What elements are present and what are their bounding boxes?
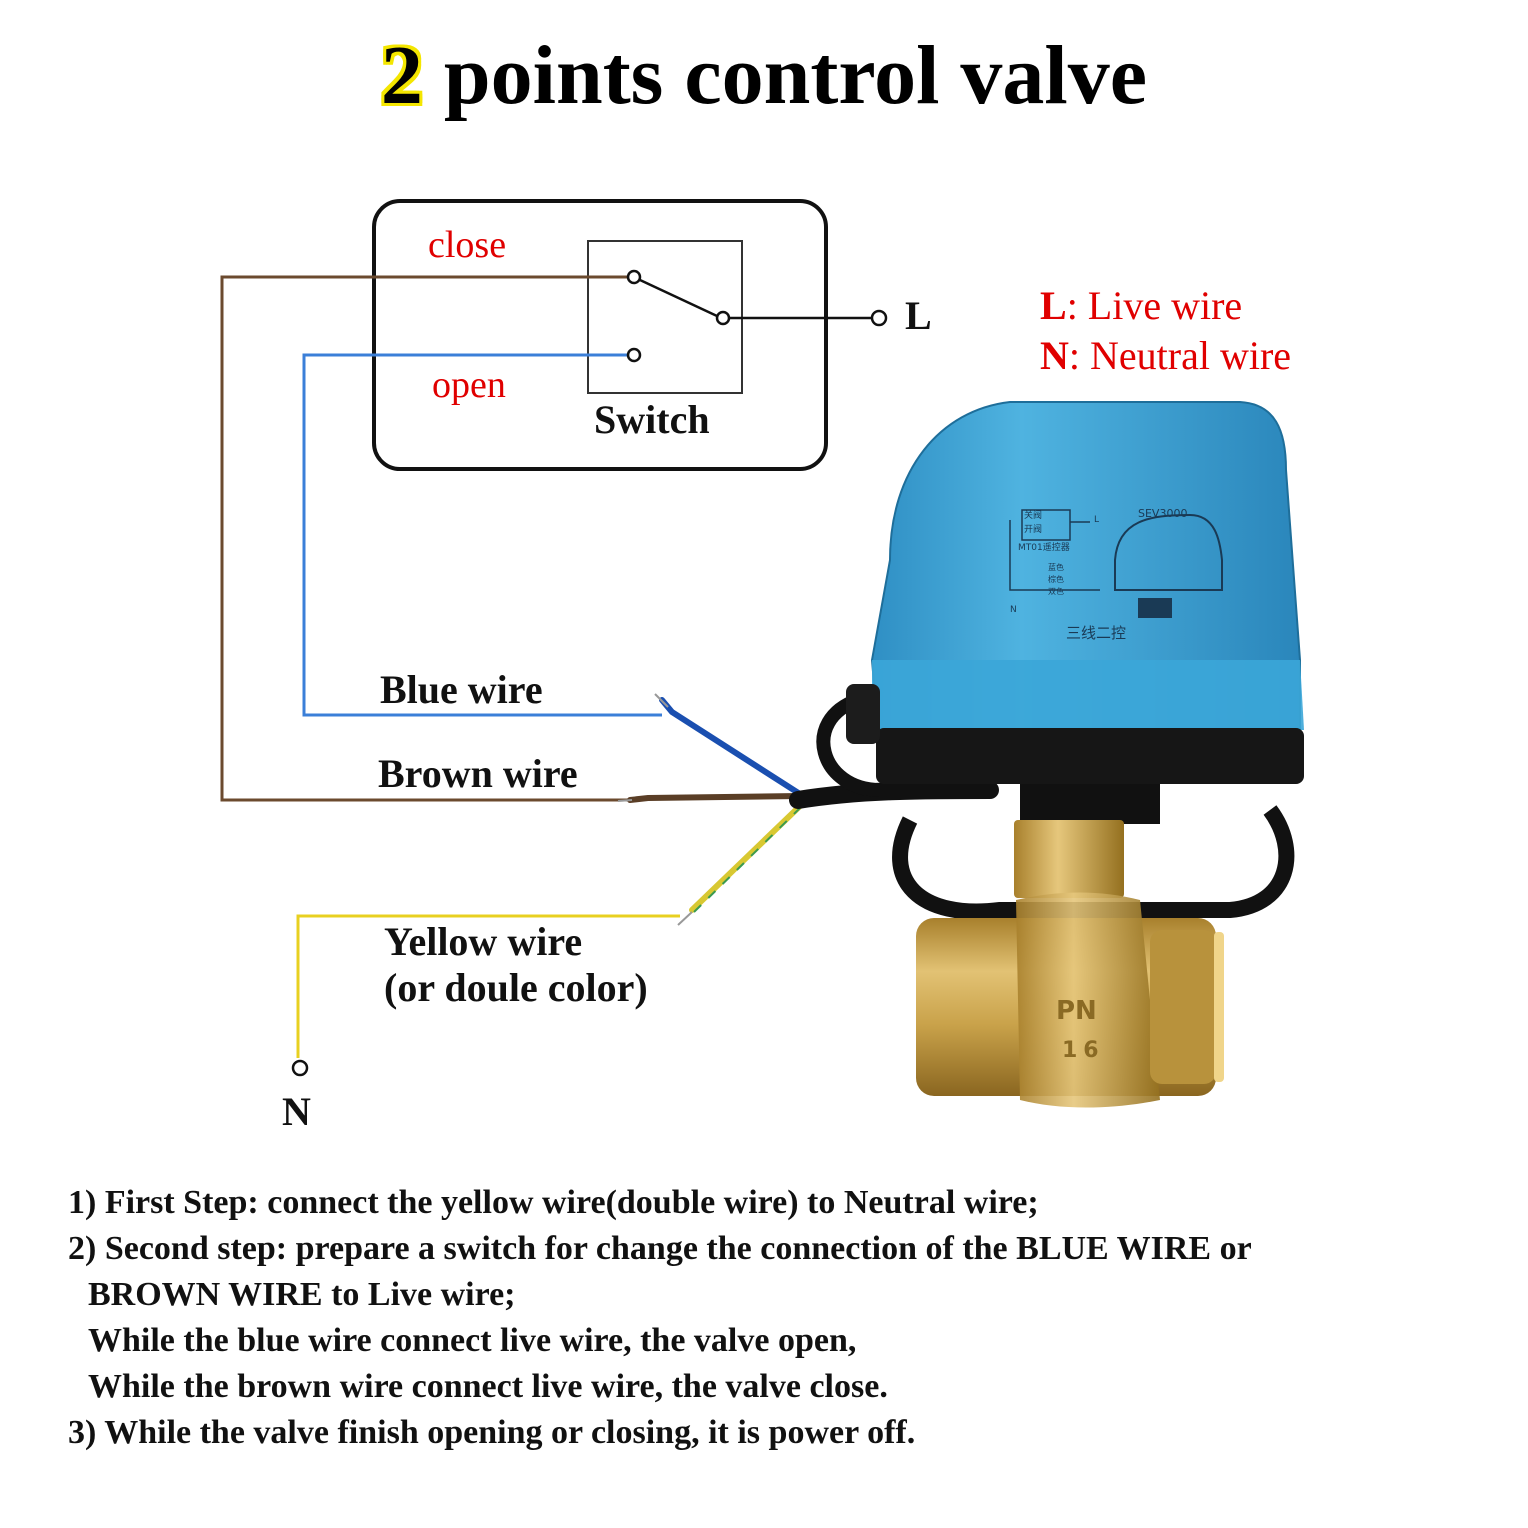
mini-blue: 蓝色 (1048, 563, 1064, 572)
open-contact (626, 347, 642, 363)
mini-close: 关阀 (1024, 511, 1043, 521)
close-contact (626, 269, 642, 285)
title-number: 2 (380, 29, 423, 122)
live-terminal-label: L (905, 293, 932, 338)
wire-bundle (617, 693, 999, 926)
neutral-terminal-label: N (282, 1089, 311, 1134)
legend-neutral: N: Neutral wire (1040, 336, 1291, 376)
blue-wire-label: Blue wire (380, 667, 543, 712)
switch-lever (639, 278, 718, 318)
switch-panel-box (372, 199, 828, 471)
step-2-close-note: While the brown wire connect live wire, … (88, 1368, 888, 1405)
brown-wire-line (220, 275, 634, 802)
actuator-caption: 三线二控 (1066, 624, 1127, 642)
mini-n: N (1010, 605, 1017, 615)
title-text: points control valve (422, 29, 1148, 122)
mini-l: L (1094, 515, 1100, 525)
legend-live-key: L (1040, 283, 1067, 328)
valve-body (916, 892, 1224, 1108)
mini-brown: 棕色 (1048, 575, 1064, 584)
step-2-open-note: While the blue wire connect live wire, t… (88, 1322, 857, 1359)
legend-neutral-key: N (1040, 333, 1069, 378)
neutral-terminal-dot (291, 1059, 309, 1077)
open-label: open (432, 364, 506, 406)
legend-live-text: : Live wire (1066, 283, 1243, 328)
body-mark-rating: 16 (1062, 1038, 1105, 1063)
step-1: 1) First Step: connect the yellow wire(d… (68, 1184, 1039, 1221)
actuator-model: SEV3000 (1138, 507, 1188, 520)
yellow-wire-line (296, 914, 680, 1058)
yellow-wire-label: Yellow wire (384, 919, 583, 964)
close-label: close (428, 224, 507, 266)
common-contact (715, 310, 731, 326)
yellow-wire-note: (or doule color) (384, 965, 648, 1010)
step-2-cont: BROWN WIRE to Live wire; (88, 1276, 516, 1313)
live-terminal-dot (870, 309, 888, 327)
switch-label: Switch (594, 397, 710, 442)
valve-stem (1014, 820, 1124, 898)
actuator (846, 401, 1304, 920)
legend-neutral-text: : Neutral wire (1068, 333, 1292, 378)
mini-double: 双色 (1048, 587, 1064, 596)
brown-wire-label: Brown wire (378, 751, 578, 796)
page-title: 2 points control valve (0, 29, 1528, 122)
step-2: 2) Second step: prepare a switch for cha… (68, 1230, 1252, 1267)
mini-remote: MT01遥控器 (1018, 543, 1070, 553)
body-mark-pn: PN (1056, 996, 1097, 1026)
step-3: 3) While the valve finish opening or clo… (68, 1414, 916, 1451)
blue-wire-line (302, 353, 662, 717)
legend-live: L: Live wire (1040, 286, 1242, 326)
mini-open: 开阀 (1024, 525, 1043, 535)
instruction-steps: 1) First Step: connect the yellow wire(d… (68, 1180, 1508, 1456)
